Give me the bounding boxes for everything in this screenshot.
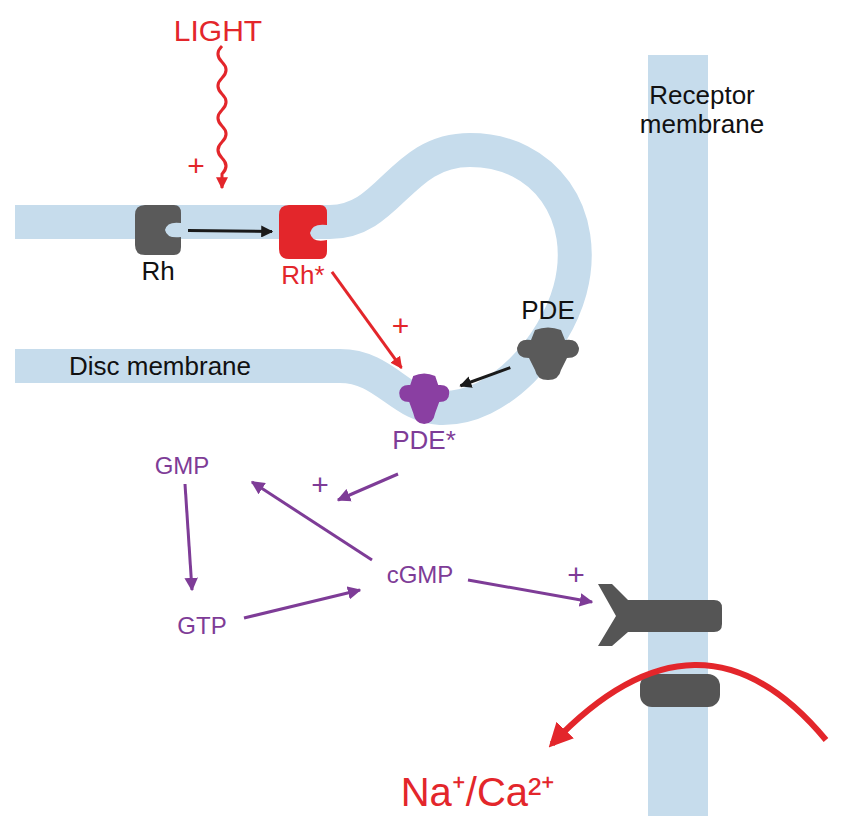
gmp-to-gtp-arrow bbox=[185, 484, 192, 590]
light-wave-arrow bbox=[218, 46, 226, 188]
membrane-label: Receptor membrane bbox=[632, 81, 772, 138]
plus-sign: + bbox=[311, 468, 329, 501]
protein-outline bbox=[135, 205, 181, 255]
channel-upper-part bbox=[598, 584, 722, 646]
rhodopsin: Rh bbox=[133, 203, 183, 287]
protein-label: PDE bbox=[521, 296, 574, 326]
activation-arrow bbox=[188, 230, 272, 231]
protein-label: PDE* bbox=[392, 426, 456, 456]
phosphodiesterase: PDE bbox=[515, 296, 581, 382]
plus-sign: + bbox=[567, 558, 585, 591]
disc-membrane-band bbox=[15, 150, 575, 408]
protein-outline bbox=[399, 374, 449, 425]
protein-shape bbox=[397, 372, 451, 426]
activation-arrow bbox=[460, 368, 510, 386]
plus-sign: + bbox=[390, 309, 412, 342]
protein-shape bbox=[133, 203, 183, 257]
protein-shape bbox=[515, 326, 581, 382]
protein-label: Rh* bbox=[281, 261, 324, 291]
ion-influx-arrow bbox=[552, 665, 826, 744]
membrane-label: Disc membrane bbox=[69, 352, 251, 381]
pde-activity-arrow bbox=[338, 474, 398, 500]
gtp-to-cgmp-arrow bbox=[244, 590, 360, 618]
protein-label: Rh bbox=[141, 257, 174, 287]
molecule-label: cGMP bbox=[387, 562, 454, 588]
molecule-label: GTP bbox=[177, 613, 226, 639]
plus-sign: + bbox=[187, 149, 205, 182]
protein-outline bbox=[517, 327, 579, 380]
ion-label: Na⁺/Ca²⁺ bbox=[401, 770, 556, 814]
cgmp-cycle-arrows bbox=[185, 474, 592, 618]
active-rhodopsin: Rh* bbox=[277, 203, 329, 291]
molecule-label: GMP bbox=[155, 453, 210, 479]
protein-outline bbox=[279, 205, 327, 259]
stimulus-label: LIGHT bbox=[174, 14, 262, 47]
active-phosphodiesterase: PDE* bbox=[392, 372, 456, 456]
channel-lower-part bbox=[640, 674, 720, 707]
protein-shape bbox=[277, 203, 329, 261]
